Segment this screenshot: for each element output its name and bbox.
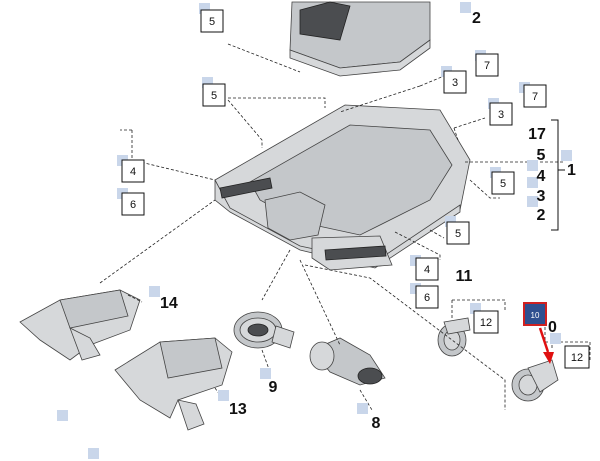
part-number-13: 13 <box>229 401 247 418</box>
callout-box-5-c: 5 <box>491 171 515 195</box>
callout-box-4-b-label: 4 <box>424 264 430 276</box>
stack-number-5: 5 <box>537 147 546 164</box>
part-number-1: 1 <box>567 162 576 179</box>
callout-box-3-b-label: 3 <box>498 109 504 121</box>
stack-number-17: 17 <box>528 126 546 143</box>
callout-box-6-b-label: 6 <box>424 292 430 304</box>
callout-box-6-b: 6 <box>415 285 439 309</box>
callout-box-7-a: 7 <box>475 53 499 77</box>
part-number-2-top: 2 <box>472 10 481 27</box>
callout-box-12-a: 12 <box>473 310 499 334</box>
callout-box-12-b: 12 <box>564 345 590 369</box>
callout-box-12-b-label: 12 <box>571 352 583 364</box>
callout-box-6-a: 6 <box>121 192 145 216</box>
callout-box-7-a-label: 7 <box>484 60 490 72</box>
part-hose-8 <box>309 337 386 386</box>
callout-box-5-c-label: 5 <box>500 178 506 190</box>
callout-box-5-d: 5 <box>446 221 470 245</box>
red-arrow-icon <box>538 327 554 364</box>
callout-box-5-b: 5 <box>202 83 226 107</box>
callout-box-5-d-label: 5 <box>455 228 461 240</box>
part-number-8: 8 <box>372 415 381 432</box>
stack-bracket <box>551 119 565 231</box>
stack-number-2: 2 <box>537 207 546 224</box>
callout-box-4-a: 4 <box>121 159 145 183</box>
callout-box-5-b-label: 5 <box>211 90 217 102</box>
callout-box-5-a-label: 5 <box>209 16 215 28</box>
callout-box-3-a-label: 3 <box>452 77 458 89</box>
part-number-9: 9 <box>269 379 278 396</box>
highlight-badge-label: 10 <box>531 311 540 320</box>
callout-box-12-a-label: 12 <box>480 317 492 329</box>
callout-box-7-b: 7 <box>523 84 547 108</box>
stack-number-3: 3 <box>537 188 546 205</box>
part-connector-10 <box>511 359 559 402</box>
callout-box-6-a-label: 6 <box>130 199 136 211</box>
callout-box-4-a-label: 4 <box>130 166 136 178</box>
part-bracket-14 <box>19 289 141 361</box>
part-hose-9 <box>233 311 295 349</box>
callout-box-7-b-label: 7 <box>532 91 538 103</box>
part-number-10: 0 <box>548 319 557 336</box>
part-clamp-11 <box>437 317 471 357</box>
callout-box-3-a: 3 <box>443 70 467 94</box>
callout-box-5-a: 5 <box>200 9 224 33</box>
part-bracket-13 <box>114 337 233 431</box>
part-cover-top <box>289 1 431 77</box>
callout-box-3-b: 3 <box>489 102 513 126</box>
stack-number-4: 4 <box>537 168 546 185</box>
part-housing <box>214 104 471 271</box>
highlight-badge[interactable]: 10 <box>523 302 547 326</box>
part-number-14: 14 <box>160 295 178 312</box>
part-number-11: 11 <box>456 268 473 285</box>
callout-box-4-b: 4 <box>415 257 439 281</box>
